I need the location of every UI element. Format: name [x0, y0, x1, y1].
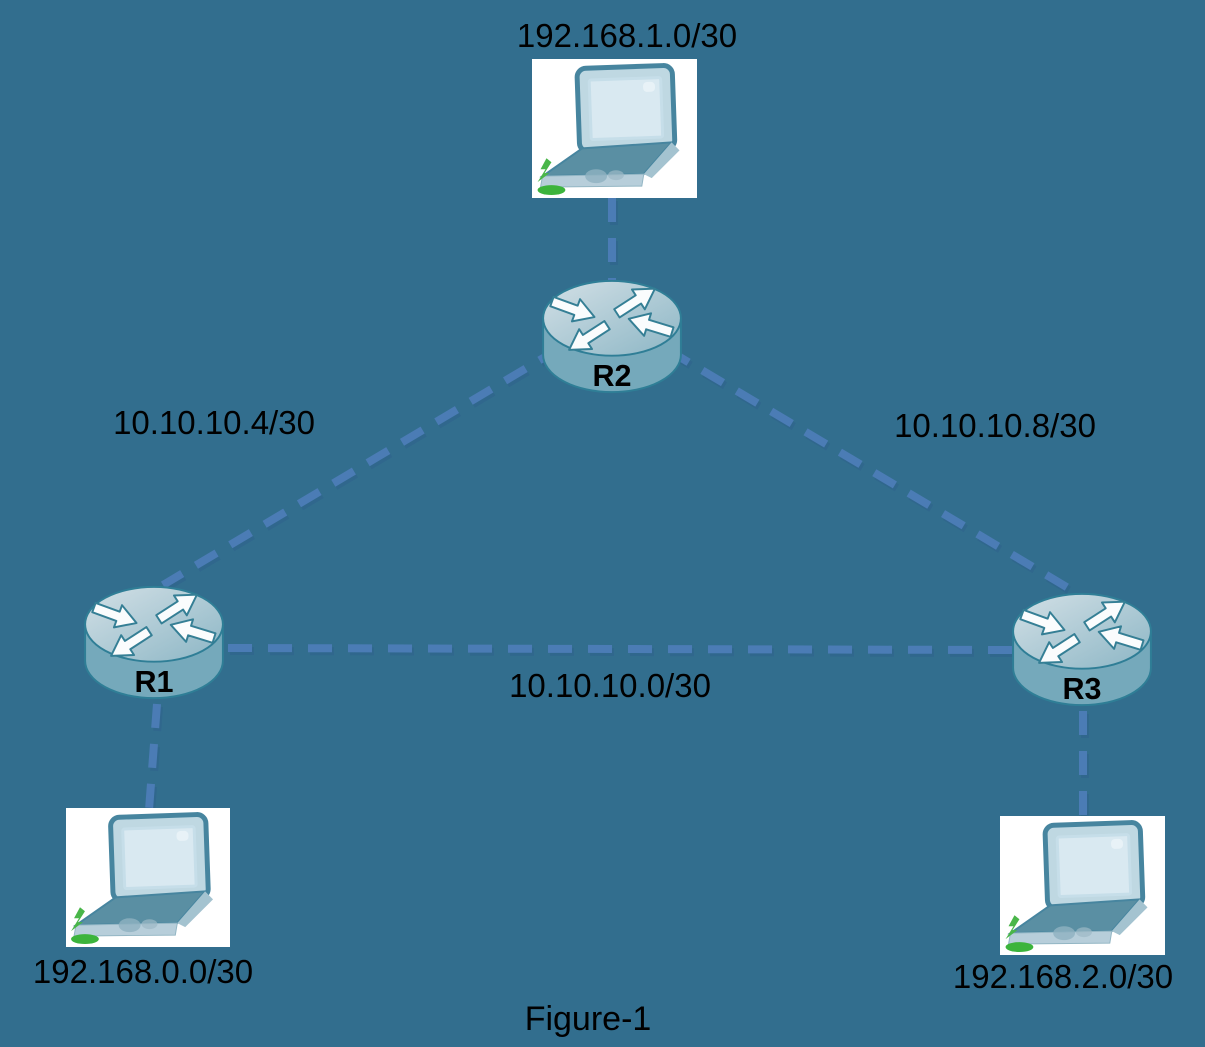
figure-caption: Figure-1: [524, 1000, 652, 1038]
router-label: R2: [592, 359, 631, 393]
router-node-r2: R2: [538, 272, 686, 400]
link-pctop-r2: [608, 198, 618, 283]
laptop-node-left: [66, 808, 230, 947]
laptop-icon: [537, 63, 680, 196]
laptop-node-right: [1000, 816, 1165, 955]
led-indicator: [537, 185, 566, 196]
router-label: R3: [1062, 672, 1101, 706]
laptop-icon: [71, 812, 214, 945]
lightning-icon: [1005, 915, 1020, 940]
link-r1-pcleft: [145, 703, 163, 814]
router-icon: R3: [1012, 592, 1152, 706]
lightning-icon: [537, 158, 552, 183]
router-icon: R2: [542, 279, 682, 393]
subnet-label-bottom-right: 192.168.2.0/30: [952, 958, 1174, 995]
router-label: R1: [134, 665, 173, 699]
link-r2-r1: [160, 344, 565, 592]
router-icon: R1: [84, 585, 224, 699]
led-indicator: [1005, 942, 1034, 953]
subnet-label-top: 192.168.1.0/30: [516, 17, 738, 54]
subnet-label-bottom-left: 192.168.0.0/30: [32, 953, 254, 990]
link-label-bottom: 10.10.10.0/30: [509, 667, 711, 704]
link-r3-pcright: [1079, 711, 1089, 821]
router-node-r1: R1: [80, 578, 228, 706]
link-r2-r3: [665, 346, 1080, 599]
lightning-icon: [71, 907, 85, 932]
laptop-node-top: [532, 59, 697, 198]
led-indicator: [71, 934, 99, 945]
link-label-right: 10.10.10.8/30: [894, 407, 1096, 444]
link-r1-r3: [227, 644, 1015, 657]
router-node-r3: R3: [1008, 585, 1156, 713]
laptop-icon: [1005, 820, 1148, 953]
link-label-left: 10.10.10.4/30: [113, 404, 315, 441]
